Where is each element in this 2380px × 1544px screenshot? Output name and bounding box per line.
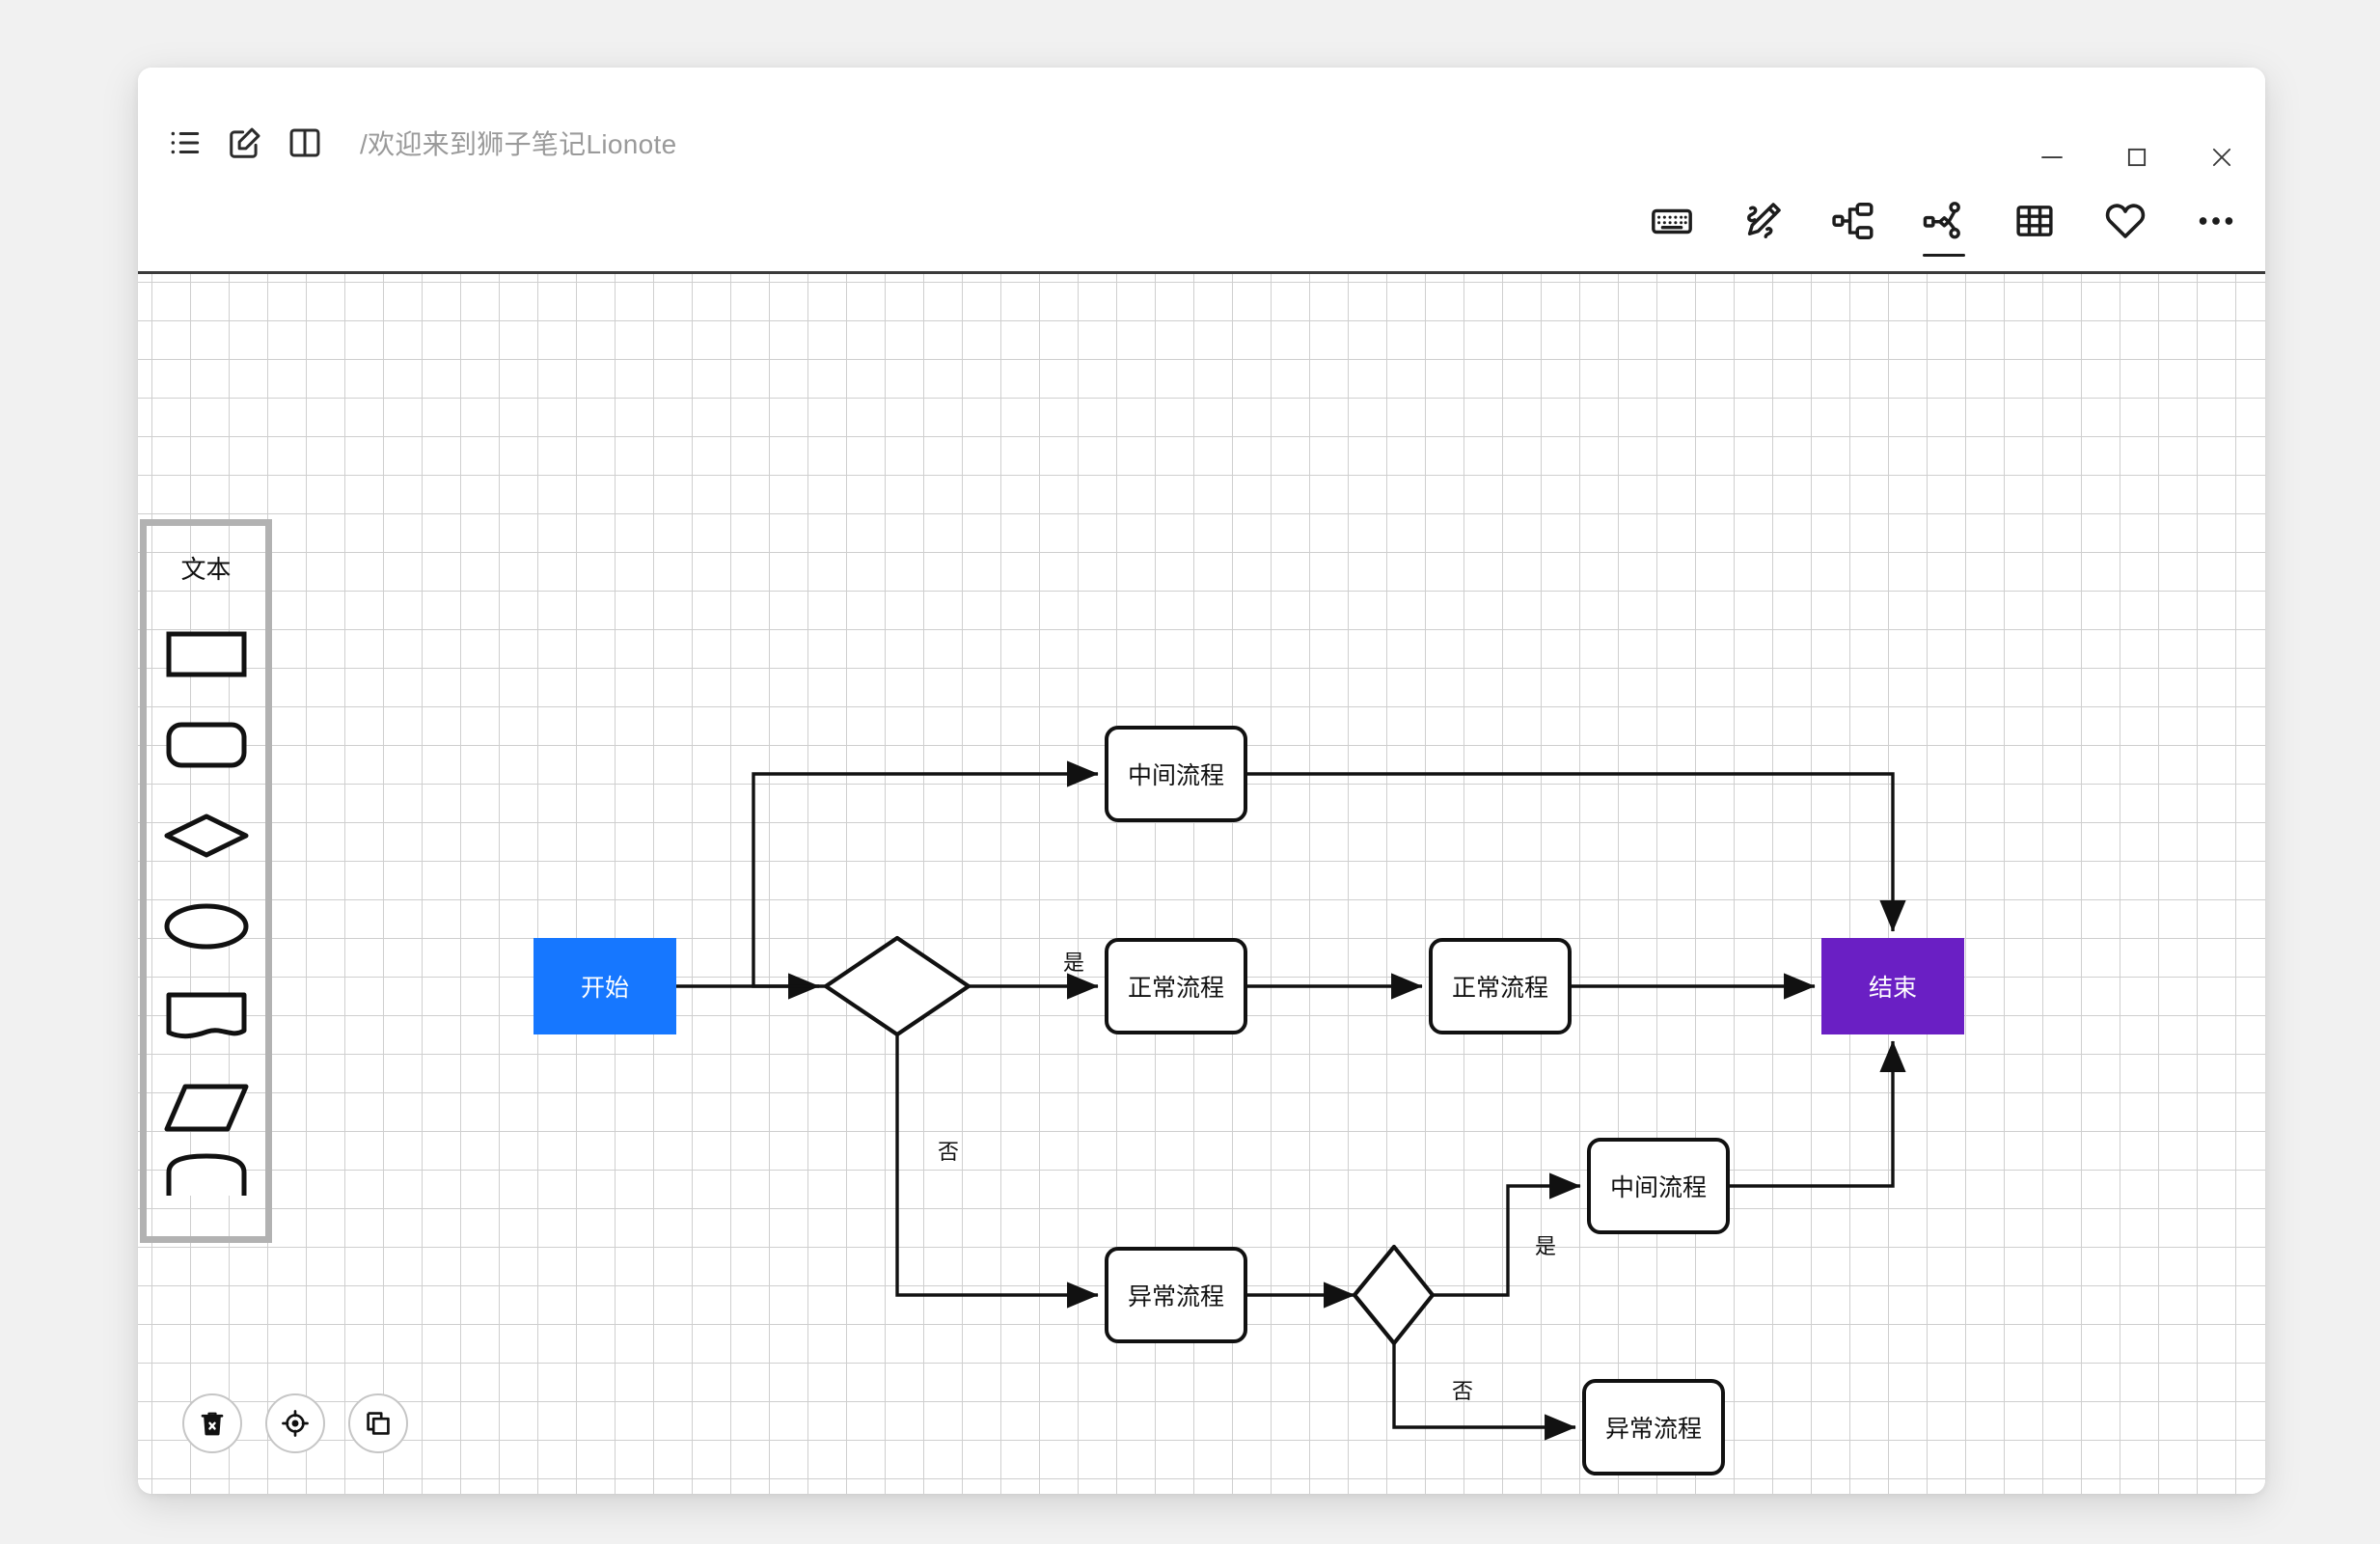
heart-icon[interactable] (2103, 199, 2147, 243)
edit-icon[interactable] (227, 124, 263, 161)
node-middle-process-top[interactable]: 中间流程 (1105, 726, 1247, 822)
node-label: 异常流程 (1604, 1416, 1702, 1443)
shape-rounded-rectangle-icon (166, 722, 246, 768)
node-normal-process-1[interactable]: 正常流程 (1105, 938, 1247, 1034)
node-start[interactable]: 开始 (533, 938, 676, 1034)
palette-item-rectangle[interactable] (147, 609, 265, 700)
shape-ellipse-icon (164, 903, 248, 950)
node-error-process-2[interactable]: 异常流程 (1582, 1379, 1725, 1475)
more-icon[interactable] (2194, 199, 2238, 243)
panel-layout-icon[interactable] (287, 124, 323, 161)
right-toolbar (1650, 199, 2238, 257)
node-label: 开始 (580, 975, 629, 1002)
flow-connectors (676, 760, 1906, 1441)
palette-item-document[interactable] (147, 972, 265, 1062)
decision-node-1 (823, 935, 971, 1037)
palette-item-diamond[interactable] (147, 790, 265, 881)
maximize-icon[interactable] (2122, 143, 2151, 172)
crosshair-icon (282, 1410, 309, 1437)
table-icon[interactable] (2012, 199, 2057, 243)
palette-item-ellipse[interactable] (147, 881, 265, 972)
node-end[interactable]: 结束 (1821, 938, 1964, 1034)
titlebar: /欢迎来到狮子笔记Lionote (138, 68, 2265, 274)
node-error-process-1[interactable]: 异常流程 (1105, 1247, 1247, 1343)
trash-x-icon (201, 1412, 224, 1436)
node-label: 异常流程 (1127, 1283, 1224, 1310)
palette-item-rounded-rectangle[interactable] (147, 700, 265, 790)
copy-icon (367, 1412, 390, 1435)
node-label: 中间流程 (1127, 762, 1224, 789)
flowchart-icon[interactable] (1922, 199, 1966, 257)
node-label: 正常流程 (1127, 975, 1224, 1002)
center-button[interactable] (265, 1393, 325, 1453)
shape-document-icon (166, 992, 246, 1039)
decision-node-2 (1352, 1244, 1436, 1346)
list-icon[interactable] (167, 124, 204, 161)
palette-text-label: 文本 (180, 554, 232, 584)
node-middle-process-bottom[interactable]: 中间流程 (1587, 1138, 1730, 1234)
shape-diamond-icon (164, 813, 248, 858)
palette-item-cylinder[interactable] (147, 1153, 265, 1211)
shape-palette[interactable]: 文本 (140, 519, 272, 1243)
pen-highlight-icon[interactable] (1740, 199, 1785, 243)
toolbar-divider (138, 271, 2265, 274)
titlebar-left-group: /欢迎来到狮子笔记Lionote (167, 124, 676, 162)
minimize-icon[interactable] (2038, 143, 2066, 172)
delete-button[interactable] (182, 1393, 242, 1453)
shape-rectangle-icon (166, 631, 246, 677)
close-icon[interactable] (2207, 143, 2236, 172)
node-label: 中间流程 (1609, 1174, 1707, 1201)
app-window: /欢迎来到狮子笔记Lionote (138, 68, 2265, 1494)
node-label: 正常流程 (1451, 975, 1548, 1002)
palette-item-text[interactable]: 文本 (147, 526, 265, 609)
duplicate-button[interactable] (348, 1393, 408, 1453)
canvas-action-bar (182, 1393, 408, 1453)
node-normal-process-2[interactable]: 正常流程 (1429, 938, 1572, 1034)
node-label: 结束 (1868, 975, 1917, 1002)
shape-parallelogram-icon (164, 1084, 248, 1132)
flowchart-canvas[interactable]: 开始 判断 中间流程 正常流程 正常流程 结束 异常流程 判断 中间流程 异常流… (138, 274, 2265, 1494)
shape-cylinder-icon (166, 1153, 246, 1196)
keyboard-icon[interactable] (1650, 199, 1694, 243)
window-controls (2038, 143, 2236, 172)
mindmap-icon[interactable] (1831, 199, 1875, 243)
page-title: /欢迎来到狮子笔记Lionote (360, 129, 677, 159)
palette-item-parallelogram[interactable] (147, 1062, 265, 1153)
